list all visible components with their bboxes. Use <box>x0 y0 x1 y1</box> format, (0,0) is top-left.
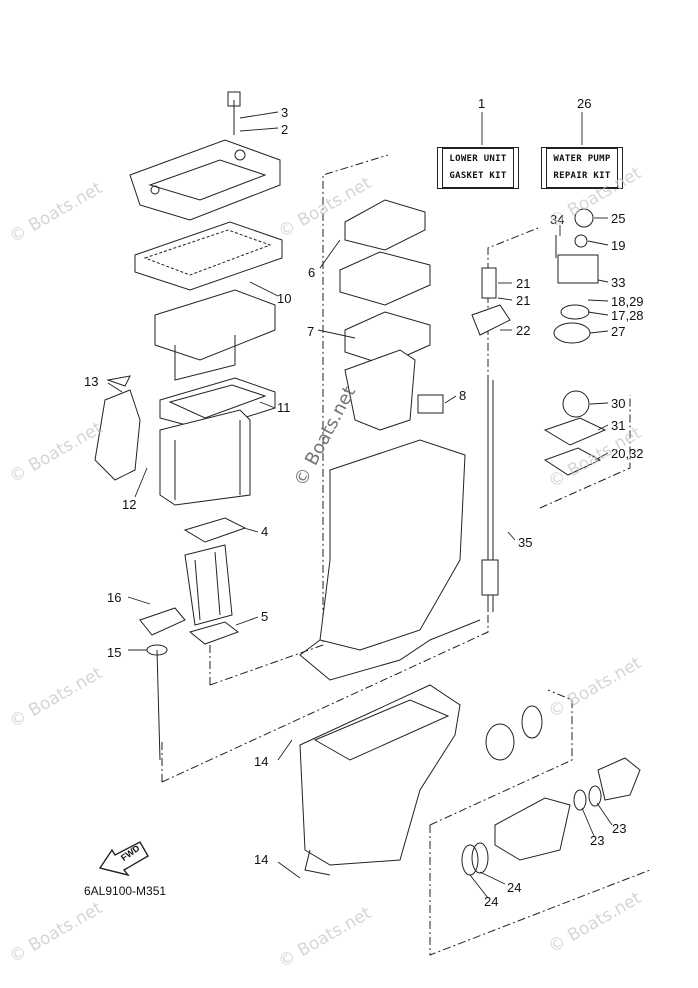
drive-shaft-part <box>481 380 499 612</box>
callout: 21 <box>516 276 531 291</box>
callout: 34 <box>550 212 565 227</box>
callout: 11 <box>277 400 291 415</box>
gear-part <box>485 723 515 761</box>
gasket-kit-box: LOWER UNIT GASKET KIT <box>437 147 519 189</box>
callout: 23 <box>612 821 627 836</box>
gasket-20-part <box>543 447 602 476</box>
callout: 16 <box>107 590 122 605</box>
bushing-21-part <box>481 267 497 299</box>
oring-23b-part <box>588 785 602 807</box>
lower-unit-part <box>299 684 461 876</box>
callout: 33 <box>611 275 626 290</box>
cap-25-part <box>574 208 594 228</box>
callout: 24 <box>484 894 499 909</box>
gasket-kit-line1: LOWER UNIT <box>449 154 507 164</box>
callout: 7 <box>307 324 315 339</box>
bracket-13-part <box>94 375 141 481</box>
gasket-kit-line2: GASKET KIT <box>449 171 507 181</box>
nut-part <box>597 757 641 801</box>
callout: 17,28 <box>611 308 644 323</box>
callout-kit-pump: 26 <box>577 96 592 111</box>
exhaust-guide-part <box>154 289 276 381</box>
callout: 31 <box>611 418 626 433</box>
water-pump-kit-box: WATER PUMP REPAIR KIT <box>541 147 623 189</box>
callout: 25 <box>611 211 626 226</box>
muffler-part <box>184 544 233 626</box>
drive-shaft-housing-part <box>299 349 481 681</box>
carrier-part <box>494 797 571 861</box>
oring-17-part <box>560 304 590 320</box>
callout: 10 <box>277 291 292 306</box>
fwd-arrow-icon <box>98 841 149 877</box>
gasket-plate-part <box>339 251 431 306</box>
sleeve-22-part <box>471 304 511 336</box>
plate-8-part <box>417 394 444 414</box>
callout: 19 <box>611 238 626 253</box>
callout: 8 <box>459 388 467 403</box>
gasket-4-part <box>183 517 247 543</box>
callout: 15 <box>107 645 122 660</box>
callout: 13 <box>84 374 99 389</box>
gasket-6-part <box>344 199 426 251</box>
plate-16-part <box>139 607 186 636</box>
callout: 27 <box>611 324 626 339</box>
callout: 23 <box>590 833 605 848</box>
gasket-10-part <box>134 221 283 291</box>
group-outline-pump <box>539 395 631 509</box>
gasket-7-part <box>344 311 431 366</box>
water-pump-kit-line2: REPAIR KIT <box>553 171 611 181</box>
oring-24b-part <box>471 842 489 874</box>
group-outline-gear-bottom <box>429 825 651 956</box>
callout: 14 <box>254 852 269 867</box>
exhaust-housing-part <box>159 409 251 506</box>
water-pump-kit-line1: WATER PUMP <box>553 154 611 164</box>
oring-23a-part <box>573 789 587 811</box>
seal-5-part <box>188 621 240 645</box>
callout: 4 <box>261 524 269 539</box>
callout: 5 <box>261 609 269 624</box>
callout: 35 <box>518 535 533 550</box>
callout: 3 <box>281 105 289 120</box>
plate-31-part <box>543 417 607 446</box>
callout-kit-gasket: 1 <box>478 96 486 111</box>
pump-housing-33-part <box>557 254 599 284</box>
callout: 2 <box>281 122 289 137</box>
seal-19-part <box>574 234 588 248</box>
callout: 12 <box>122 497 137 512</box>
rod-15-part <box>156 649 161 761</box>
callout: 14 <box>254 754 269 769</box>
callout: 6 <box>308 265 316 280</box>
leader-lines <box>107 111 613 899</box>
group-outline-left <box>209 154 389 686</box>
liner-27-part <box>553 322 591 344</box>
impeller-30-part <box>562 390 590 418</box>
bearing-part <box>521 705 543 739</box>
model-code: 6AL9100-M351 <box>84 884 167 898</box>
upper-casing-part <box>129 91 281 221</box>
callout: 21 <box>516 293 531 308</box>
callout: 18,29 <box>611 294 644 309</box>
group-outline-gear <box>429 689 573 826</box>
callout: 22 <box>516 323 531 338</box>
callout: 30 <box>611 396 626 411</box>
callout: 20,32 <box>611 446 644 461</box>
callout: 24 <box>507 880 522 895</box>
